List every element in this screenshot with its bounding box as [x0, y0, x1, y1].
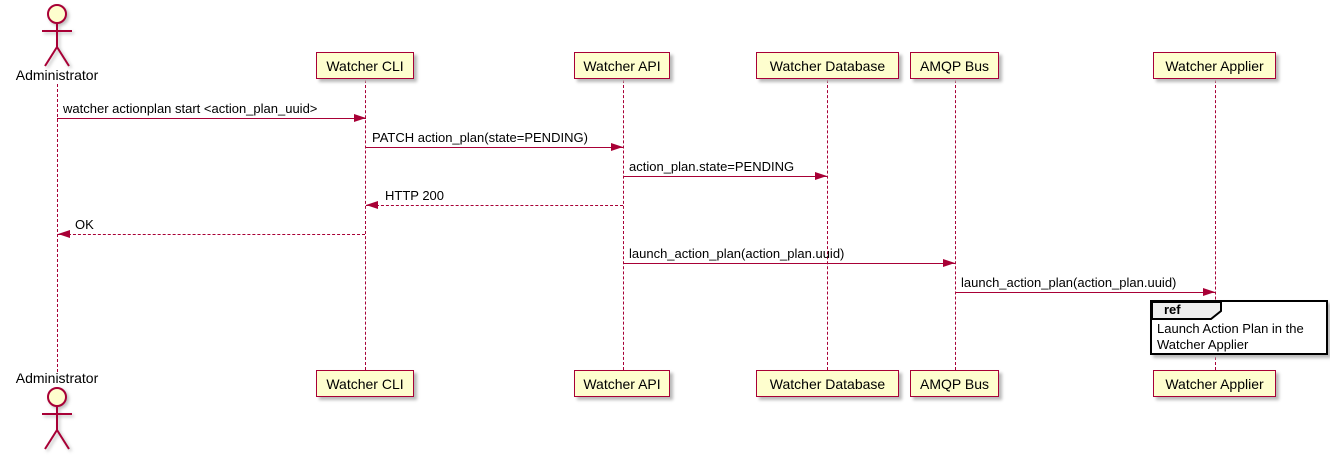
message-6-arrowhead: [943, 259, 955, 267]
message-3-arrowhead: [815, 172, 827, 180]
message-4-line: [366, 205, 623, 206]
lifeline-amqp-bus: [955, 80, 956, 370]
message-7-label: launch_action_plan(action_plan.uuid): [961, 275, 1177, 290]
participant-watcher-database-top: Watcher Database: [756, 52, 899, 79]
ref-fragment: ref Launch Action Plan in the Watcher Ap…: [1150, 300, 1328, 355]
participant-watcher-database-bottom: Watcher Database: [756, 370, 899, 397]
participant-watcher-applier-bottom: Watcher Applier: [1153, 370, 1276, 397]
message-4-arrowhead: [366, 201, 378, 209]
message-7-arrowhead: [1203, 288, 1215, 296]
ref-text: Launch Action Plan in the Watcher Applie…: [1157, 321, 1304, 353]
ref-keyword: ref: [1164, 302, 1181, 317]
ref-text-line-1: Launch Action Plan in the: [1157, 321, 1304, 336]
actor-icon: [42, 387, 72, 450]
actor-administrator-bottom: [37, 385, 77, 456]
lifeline-watcher-cli: [365, 80, 366, 370]
message-5-line: [58, 234, 365, 235]
message-2-label: PATCH action_plan(state=PENDING): [372, 130, 588, 145]
message-5-label: OK: [75, 217, 94, 232]
lifeline-watcher-api: [623, 80, 624, 370]
participant-watcher-api-bottom: Watcher API: [574, 370, 670, 397]
message-2-arrowhead: [611, 143, 623, 151]
message-2-line: [365, 147, 623, 148]
participant-watcher-applier-top: Watcher Applier: [1153, 52, 1276, 79]
message-1-line: [57, 118, 366, 119]
lifeline-watcher-database: [827, 80, 828, 370]
participant-amqp-bus-bottom: AMQP Bus: [910, 370, 999, 397]
message-4-label: HTTP 200: [385, 188, 445, 203]
participant-watcher-api-top: Watcher API: [574, 52, 670, 79]
message-6-label: launch_action_plan(action_plan.uuid): [629, 246, 845, 261]
participant-watcher-cli-bottom: Watcher CLI: [316, 370, 414, 397]
message-6-line: [623, 263, 955, 264]
actor-administrator-top: [37, 2, 77, 73]
message-5-arrowhead: [58, 230, 70, 238]
participant-amqp-bus-top: AMQP Bus: [910, 52, 999, 79]
message-3-line: [623, 176, 827, 177]
ref-tab-shape: [1151, 301, 1222, 320]
lifeline-watcher-applier: [1215, 80, 1216, 370]
actor-icon: [42, 4, 72, 67]
lifeline-administrator: [57, 84, 58, 372]
participant-watcher-cli-top: Watcher CLI: [316, 52, 414, 79]
ref-text-line-2: Watcher Applier: [1157, 337, 1249, 352]
message-7-line: [955, 292, 1215, 293]
actor-label-administrator-bottom: Administrator: [15, 370, 99, 386]
message-3-label: action_plan.state=PENDING: [629, 159, 795, 174]
message-1-label: watcher actionplan start <action_plan_uu…: [63, 101, 318, 116]
actor-label-administrator-top: Administrator: [15, 67, 99, 83]
message-1-arrowhead: [354, 114, 366, 122]
